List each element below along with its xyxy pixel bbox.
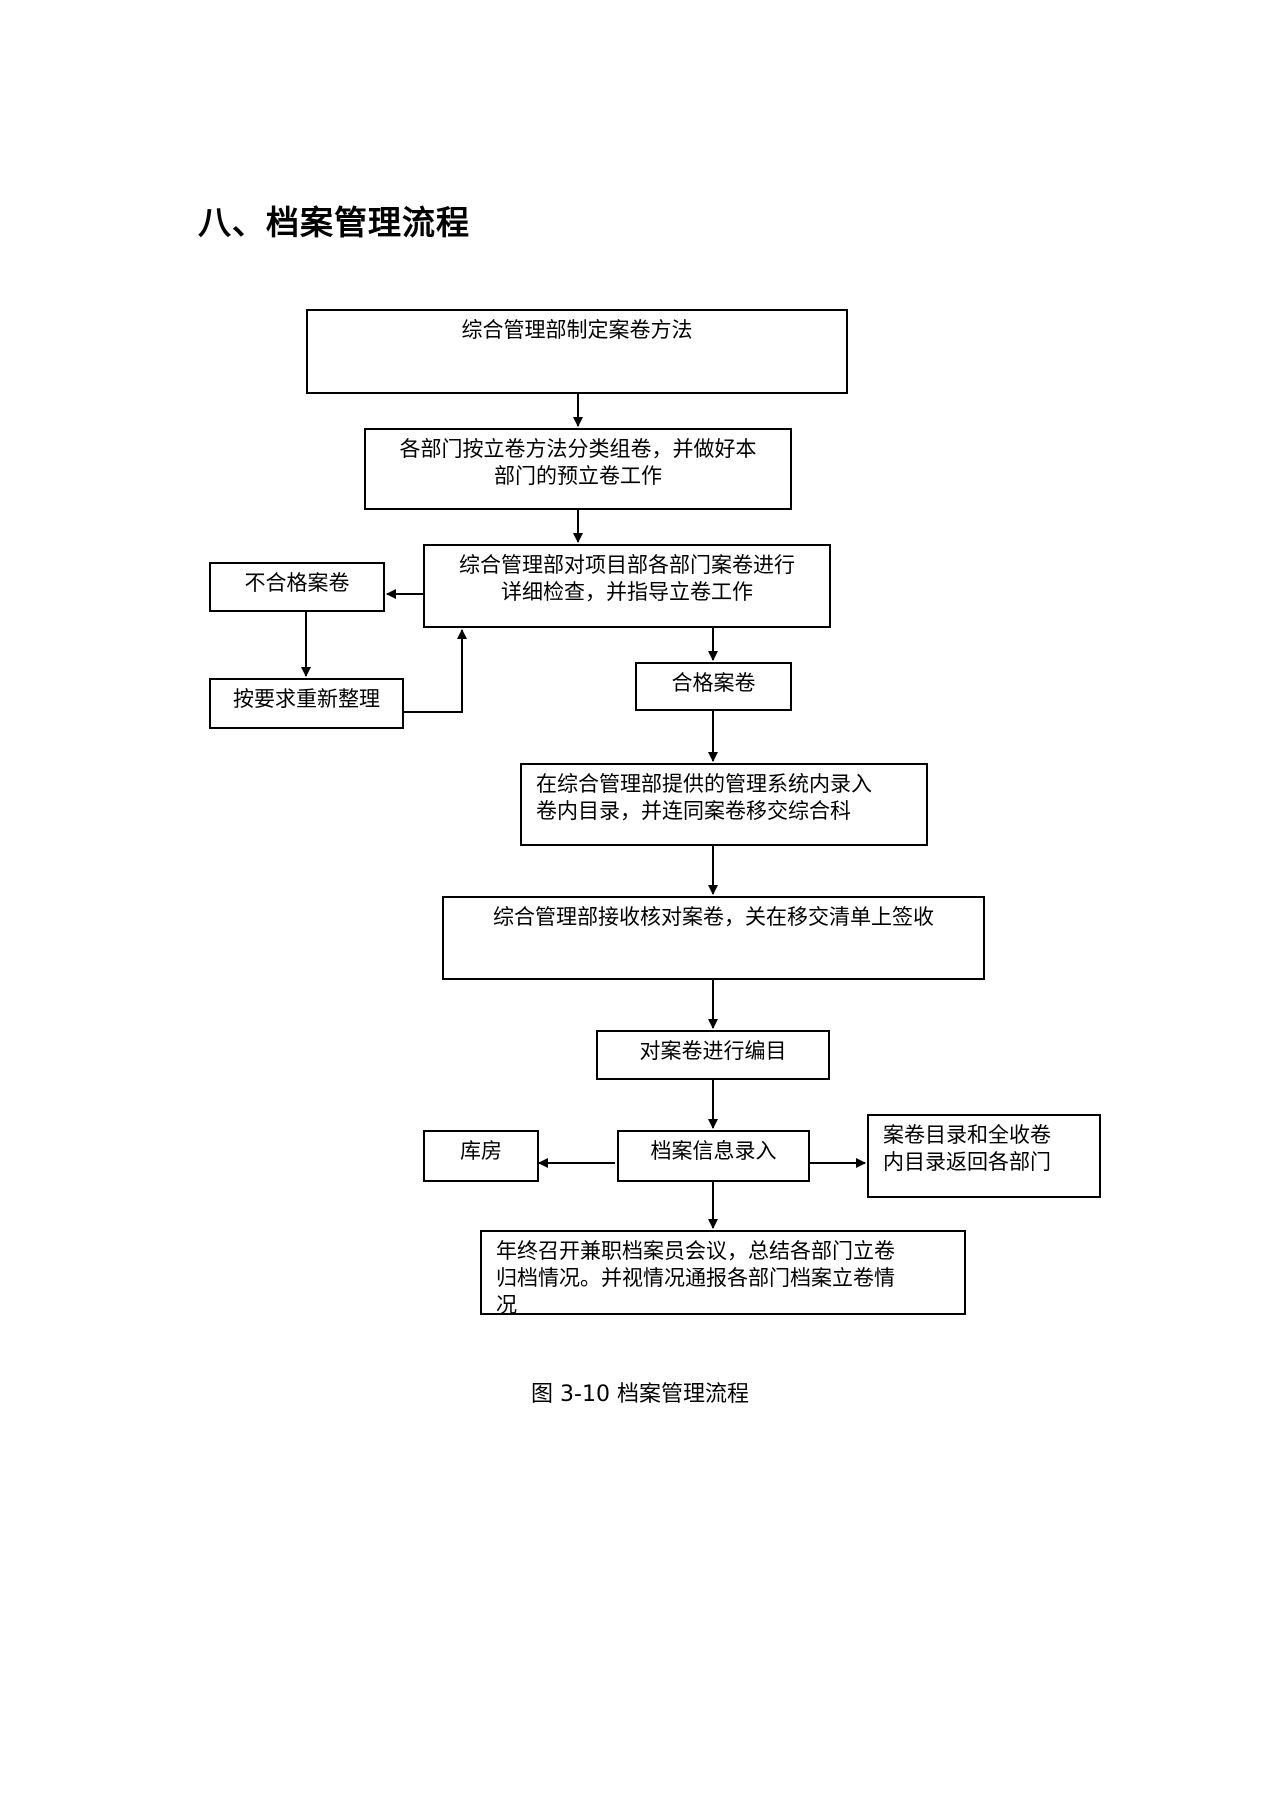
node-n9: 对案卷进行编目 (596, 1030, 830, 1080)
node-n3: 综合管理部对项目部各部门案卷进行 详细检查，并指导立卷工作 (423, 544, 831, 628)
node-n1: 综合管理部制定案卷方法 (306, 309, 848, 394)
node-n13-line-1: 年终召开兼职档案员会议，总结各部门立卷 (496, 1239, 895, 1263)
node-n2: 各部门按立卷方法分类组卷，并做好本 部门的预立卷工作 (364, 428, 792, 510)
node-n5-line-1: 按要求重新整理 (233, 687, 380, 711)
node-n12-line-1: 案卷目录和全收卷 (883, 1123, 1051, 1147)
node-n5: 按要求重新整理 (209, 678, 404, 729)
node-n10: 档案信息录入 (617, 1130, 810, 1182)
node-n7-line-2: 卷内目录，并连同案卷移交综合科 (536, 799, 851, 823)
node-n11: 库房 (423, 1130, 539, 1182)
figure-caption: 图 3-10 档案管理流程 (531, 1382, 749, 1407)
node-n7: 在综合管理部提供的管理系统内录入 卷内目录，并连同案卷移交综合科 (520, 763, 928, 846)
node-n3-line-1: 综合管理部对项目部各部门案卷进行 (459, 553, 795, 577)
node-n7-line-1: 在综合管理部提供的管理系统内录入 (536, 772, 872, 796)
node-n8-line-1: 综合管理部接收核对案卷，关在移交清单上签收 (493, 905, 934, 929)
node-n4: 不合格案卷 (209, 562, 385, 612)
page-title: 八、档案管理流程 (198, 203, 470, 242)
node-n2-line-1: 各部门按立卷方法分类组卷，并做好本 (399, 437, 757, 461)
node-n3-line-2: 详细检查，并指导立卷工作 (501, 580, 753, 604)
node-n12: 案卷目录和全收卷 内目录返回各部门 (867, 1114, 1101, 1198)
node-n2-line-2: 部门的预立卷工作 (494, 464, 662, 488)
node-n13: 年终召开兼职档案员会议，总结各部门立卷 归档情况。并视情况通报各部门档案立卷情 … (480, 1230, 966, 1315)
node-n9-line-1: 对案卷进行编目 (639, 1039, 787, 1063)
node-n12-line-2: 内目录返回各部门 (883, 1150, 1051, 1174)
node-n6: 合格案卷 (635, 662, 792, 711)
node-n10-line-1: 档案信息录入 (650, 1139, 777, 1163)
node-n4-line-1: 不合格案卷 (244, 571, 350, 595)
node-n13-line-2: 归档情况。并视情况通报各部门档案立卷情 (496, 1266, 895, 1290)
node-n11-line-1: 库房 (460, 1139, 502, 1163)
node-n6-line-1: 合格案卷 (671, 671, 756, 695)
node-n1-line-1: 综合管理部制定案卷方法 (461, 318, 693, 342)
node-n8: 综合管理部接收核对案卷，关在移交清单上签收 (442, 896, 985, 980)
node-n13-line-3: 况 (496, 1293, 517, 1315)
arrow-n5-n3 (404, 629, 467, 713)
